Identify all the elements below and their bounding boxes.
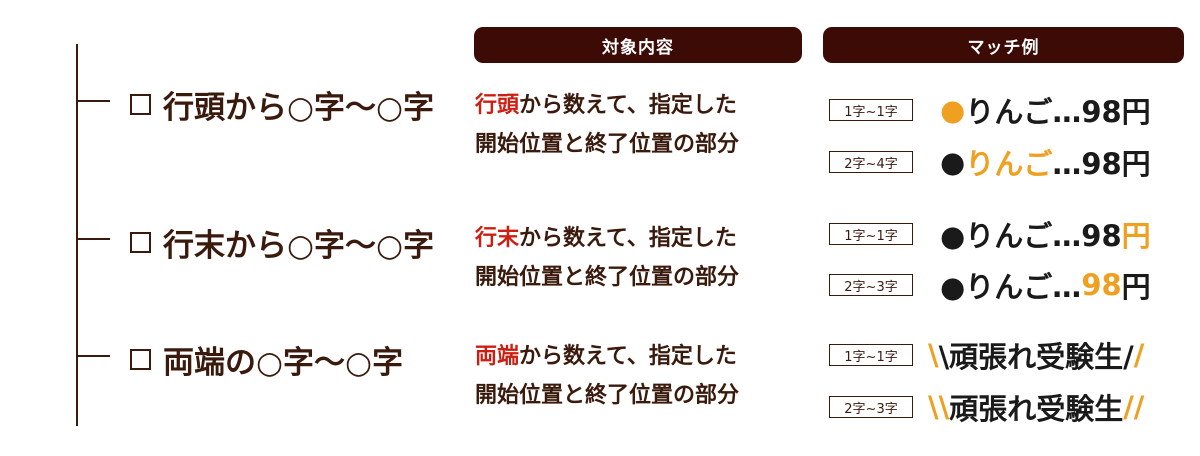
range-tag: 2字~3字 [829, 396, 913, 418]
tree-branch-2 [76, 238, 110, 240]
example-text: ●りんご… [940, 270, 1082, 304]
match-highlight: ● [940, 93, 966, 127]
tree-branch-1 [76, 100, 110, 102]
section-description: 行頭から数えて、指定した 開始位置と終了位置の部分 [475, 86, 795, 164]
checkbox-icon[interactable] [130, 232, 151, 253]
match-header: マッチ例 [823, 27, 1184, 63]
example-text: \頑張れ受験生/ [938, 340, 1134, 374]
section-title-text: 行頭から○字〜○字 [163, 90, 435, 126]
example-text: …98円 [1052, 147, 1151, 181]
description-line-1: 行末から数えて、指定した [475, 219, 795, 258]
example-text: りんご…98円 [965, 95, 1151, 129]
range-tag: 1字~1字 [829, 223, 913, 245]
section-title-text: 両端の○字〜○字 [163, 345, 404, 381]
match-example: \\頑張れ受験生// [928, 334, 1144, 376]
description-rest: から数えて、指定した [519, 344, 737, 369]
match-example: \\頑張れ受験生// [928, 386, 1144, 428]
match-highlight: 円 [1121, 219, 1151, 253]
description-line-2: 開始位置と終了位置の部分 [475, 383, 740, 408]
target-header: 対象内容 [474, 27, 802, 63]
tree-vertical-line [76, 44, 78, 426]
description-highlight: 両端 [475, 344, 520, 369]
match-example: ●りんご…98円 [940, 141, 1151, 183]
section-title-text: 行末から○字〜○字 [163, 228, 435, 264]
range-tag: 1字~1字 [829, 344, 913, 366]
match-highlight: \\ [928, 390, 950, 424]
checkbox-icon[interactable] [130, 349, 151, 370]
tree-branch-3 [76, 355, 110, 357]
description-highlight: 行頭 [475, 93, 520, 118]
description-rest: から数えて、指定した [519, 93, 737, 118]
section-title-line-start: 行頭から○字〜○字 [130, 82, 434, 127]
description-line-1: 行頭から数えて、指定した [475, 86, 795, 125]
match-highlight: りんご [965, 147, 1053, 181]
description-line-2: 開始位置と終了位置の部分 [475, 265, 740, 290]
description-line-1: 両端から数えて、指定した [475, 337, 795, 376]
range-tag: 1字~1字 [829, 99, 913, 121]
example-text: ● [940, 145, 966, 179]
example-text: ●りんご…98 [940, 219, 1122, 253]
description-rest: から数えて、指定した [519, 226, 737, 251]
range-tag: 2字~3字 [829, 274, 913, 296]
section-title-both-ends: 両端の○字〜○字 [130, 337, 403, 382]
section-description: 両端から数えて、指定した 開始位置と終了位置の部分 [475, 337, 795, 415]
match-highlight: 98 [1081, 268, 1122, 302]
example-text: 円 [1121, 270, 1151, 304]
range-tag: 2字~4字 [829, 151, 913, 173]
example-text: 頑張れ受験生 [949, 392, 1124, 426]
section-description: 行末から数えて、指定した 開始位置と終了位置の部分 [475, 219, 795, 297]
checkbox-icon[interactable] [130, 94, 151, 115]
match-example: ●りんご…98円 [940, 89, 1151, 131]
match-highlight: \ [928, 338, 939, 372]
description-line-2: 開始位置と終了位置の部分 [475, 132, 740, 157]
section-title-line-end: 行末から○字〜○字 [130, 220, 434, 265]
match-highlight: // [1123, 390, 1145, 424]
description-highlight: 行末 [475, 226, 520, 251]
match-highlight: / [1133, 338, 1145, 372]
